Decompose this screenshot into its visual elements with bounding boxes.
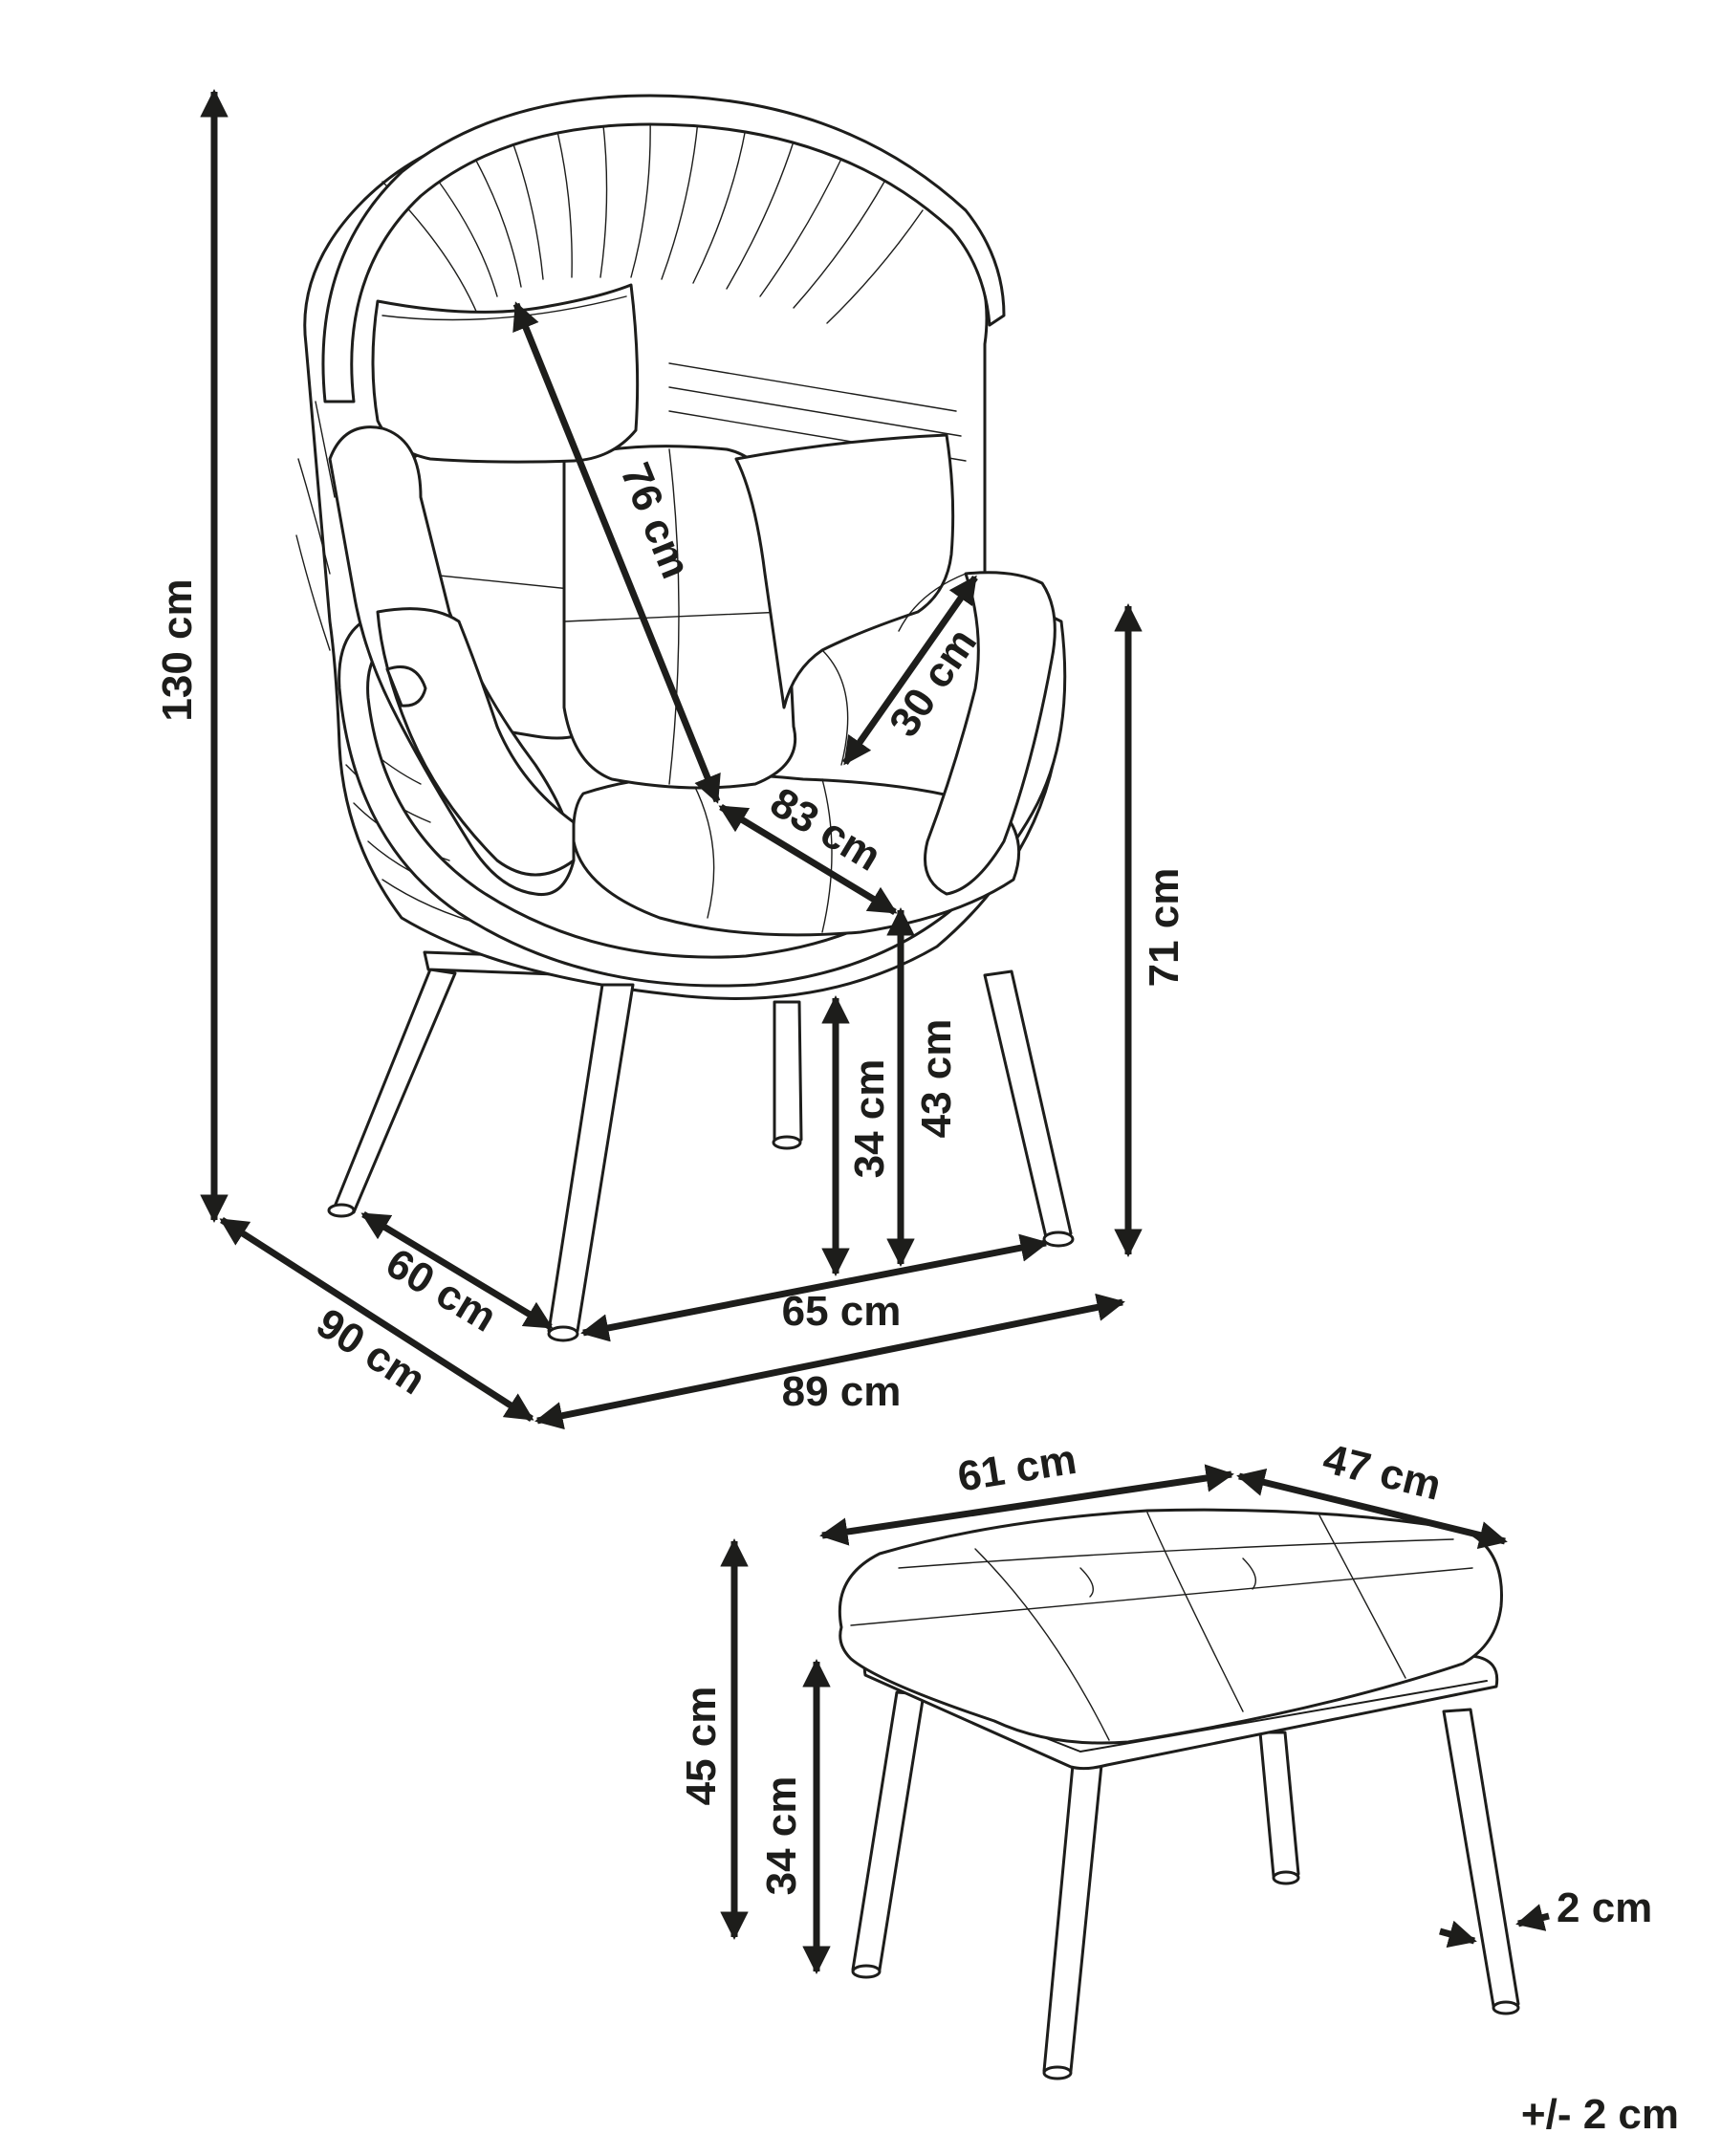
- dim-line-width-total: [534, 1293, 1125, 1430]
- footstool-leg-back: [1258, 1731, 1300, 1883]
- label-chair-width-legs: 65 cm: [782, 1288, 902, 1335]
- dim-line-footstool-depth: [1236, 1469, 1508, 1549]
- label-chair-inner-seat-height: 34 cm: [846, 1059, 893, 1179]
- label-tolerance: +/- 2 cm: [1521, 2091, 1679, 2138]
- dim-line-leg-diameter-left: [1439, 1920, 1477, 1949]
- footstool: [838, 1508, 1520, 2080]
- chair-headrest-pillow: [371, 283, 640, 464]
- label-chair-armrest-height: 71 cm: [1141, 868, 1187, 988]
- label-chair-seat-height: 43 cm: [913, 1019, 960, 1139]
- footstool-leg-front: [1042, 1763, 1103, 2079]
- chair-rear-legs: [333, 968, 803, 1215]
- label-chair-width-total: 89 cm: [782, 1368, 902, 1415]
- footstool-leg-right: [1442, 1708, 1520, 2012]
- dim-line-footstool-width: [819, 1464, 1234, 1546]
- chair-back-frame: [321, 94, 1006, 403]
- label-chair-depth-legs: 60 cm: [378, 1239, 504, 1340]
- dim-line-depth-legs: [360, 1211, 554, 1330]
- dim-line-backrest: [512, 301, 721, 804]
- label-footstool-width: 61 cm: [954, 1436, 1079, 1501]
- dim-line-leg-diameter-right: [1515, 1904, 1550, 1931]
- dimension-lines: [200, 89, 1550, 1974]
- dim-line-armrest-width: [842, 575, 978, 766]
- label-footstool-height-frame: 34 cm: [758, 1776, 805, 1896]
- dim-line-seat-width: [718, 804, 898, 915]
- footstool-leg-left: [851, 1690, 926, 1977]
- label-footstool-leg-diameter: 2 cm: [1557, 1884, 1652, 1931]
- label-footstool-height-total: 45 cm: [678, 1687, 725, 1806]
- label-chair-height-total: 130 cm: [154, 578, 201, 721]
